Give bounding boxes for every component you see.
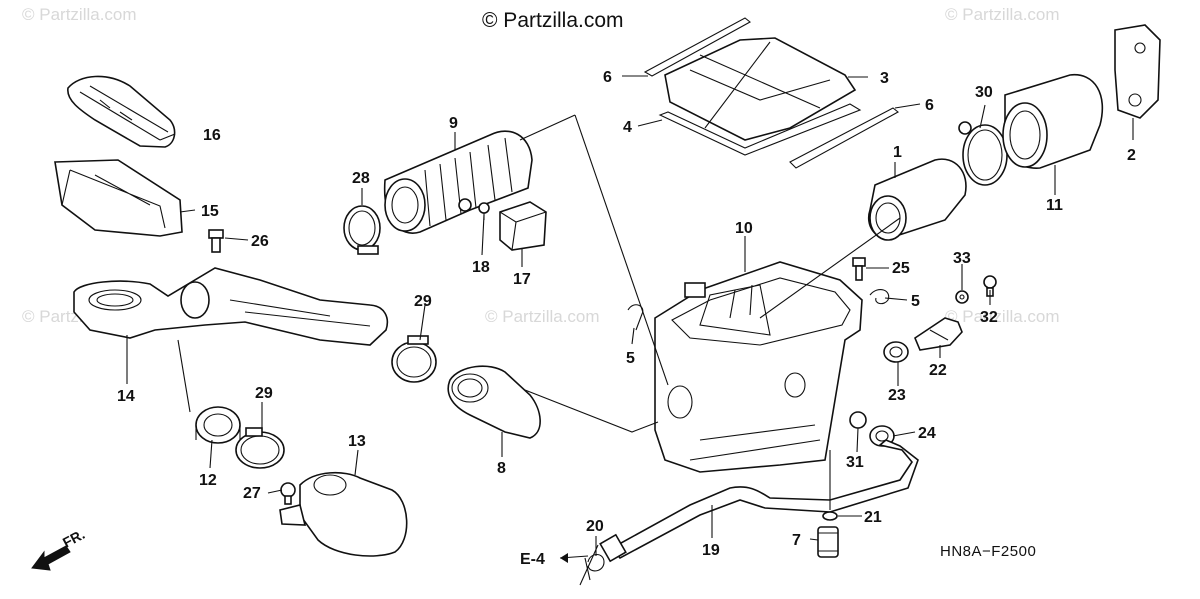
callout-5-left: 5 (626, 350, 635, 367)
watermark-top-right: © Partzilla.com (945, 5, 1060, 24)
part-6-spring-left (643, 17, 751, 77)
part-30-band (958, 121, 1008, 186)
callout-14: 14 (117, 388, 135, 405)
callout-33: 33 (953, 250, 971, 267)
callout-9: 9 (449, 115, 458, 132)
part-14-intake-duct (73, 267, 389, 346)
callout-10: 10 (735, 220, 753, 237)
part-18-clip (478, 202, 490, 220)
leader-lines (126, 75, 1134, 586)
part-3-case-cover (664, 37, 857, 141)
part-13-funnel (279, 471, 408, 557)
callout-22: 22 (929, 362, 947, 379)
watermark-mid-right: © Partzilla.com (945, 307, 1060, 326)
part-12-boot (195, 406, 241, 444)
part-29-clamp-lower (235, 427, 285, 469)
part-10-air-cleaner-case (654, 261, 863, 473)
part-31-grommet (849, 411, 867, 429)
callout-20: 20 (586, 518, 604, 535)
front-direction-indicator: FR. (31, 526, 87, 571)
part-8-joint (447, 365, 541, 439)
callout-18: 18 (472, 259, 490, 276)
part-1-filter-element (868, 158, 967, 241)
callout-29-upper: 29 (414, 293, 432, 310)
part-5-clip-right (869, 289, 890, 305)
callout-23: 23 (888, 387, 906, 404)
section-reference: E-4 (520, 551, 589, 568)
part-11-outer-element (1002, 74, 1104, 169)
part-29-clamp-upper (391, 335, 437, 383)
callout-31: 31 (846, 454, 864, 471)
watermark-center: © Partzilla.com (485, 307, 600, 326)
callout-15: 15 (201, 203, 219, 220)
part-23-grommet (883, 341, 909, 363)
callout-5-right: 5 (911, 293, 920, 310)
callout-13: 13 (348, 433, 366, 450)
part-17-box (499, 201, 547, 251)
section-ref-label: E-4 (520, 551, 545, 568)
part-26-bolt (208, 229, 224, 253)
callout-24: 24 (918, 425, 936, 442)
callout-28: 28 (352, 170, 370, 187)
copyright-label: © Partzilla.com (482, 9, 624, 32)
callout-19: 19 (702, 542, 720, 559)
callout-26: 26 (251, 233, 269, 250)
callout-6-right: 6 (925, 97, 934, 114)
callout-21: 21 (864, 509, 882, 526)
part-5-clip-left (627, 304, 644, 331)
part-27-screw (280, 482, 296, 505)
watermark-top-left: © Partzilla.com (22, 5, 137, 24)
part-20-clamp (587, 553, 605, 572)
part-6-spring-right (789, 107, 899, 169)
callout-32: 32 (980, 309, 998, 326)
callout-labels: 1 2 3 4 5 5 6 6 7 8 9 10 11 12 13 14 15 … (117, 69, 1136, 559)
diagram-code: HN8A−F2500 (940, 543, 1036, 560)
callout-6-left: 6 (603, 69, 612, 86)
part-28-clamp (343, 205, 381, 255)
part-15-duct-cover (54, 159, 183, 237)
callout-2: 2 (1127, 147, 1136, 164)
callout-4: 4 (623, 119, 632, 136)
callout-30: 30 (975, 84, 993, 101)
callout-12: 12 (199, 472, 217, 489)
part-25-bolt (852, 257, 866, 281)
callout-16: 16 (203, 127, 221, 144)
part-16-shroud (67, 75, 176, 148)
callout-7: 7 (792, 532, 801, 549)
callout-17: 17 (513, 271, 531, 288)
part-4-gasket (658, 103, 862, 156)
callout-3: 3 (880, 70, 889, 87)
part-22-drain-plug (914, 317, 963, 351)
part-2-bracket (1114, 24, 1161, 119)
part-7-plug (817, 526, 839, 558)
callout-27: 27 (243, 485, 261, 502)
callout-29-lower: 29 (255, 385, 273, 402)
callout-25: 25 (892, 260, 910, 277)
part-9-connecting-tube (383, 130, 533, 234)
part-19-drain-tube (599, 439, 919, 563)
callout-8: 8 (497, 460, 506, 477)
part-21-clip (822, 511, 838, 521)
callout-1: 1 (893, 144, 902, 161)
callout-11: 11 (1046, 197, 1063, 214)
part-33-washer (955, 290, 969, 304)
